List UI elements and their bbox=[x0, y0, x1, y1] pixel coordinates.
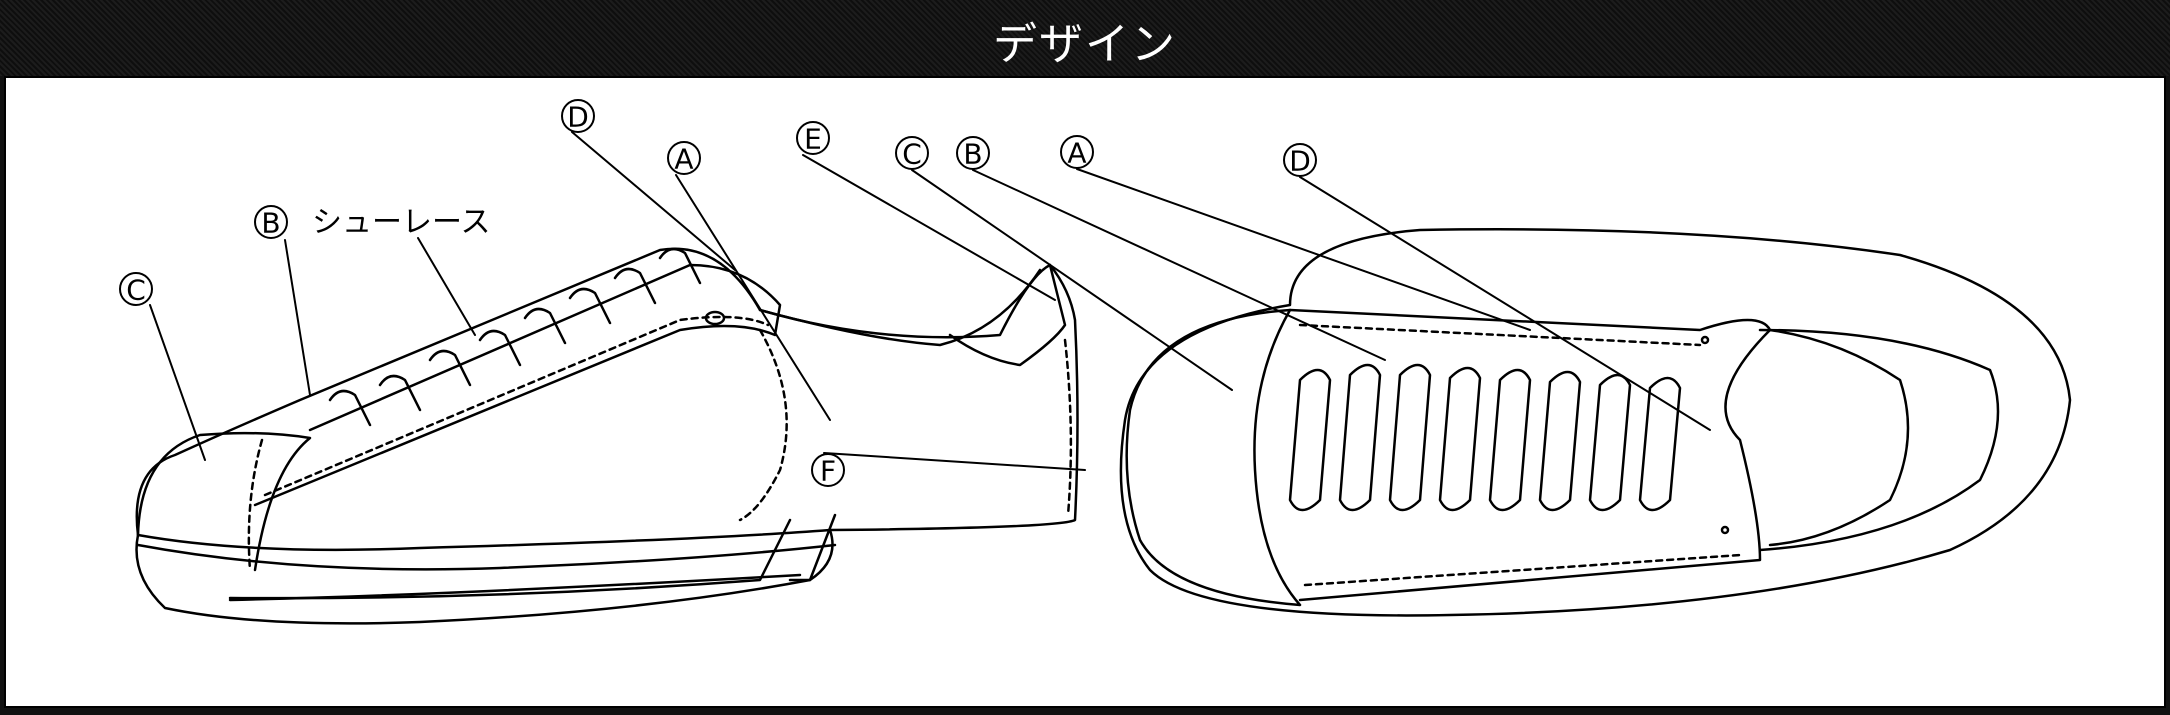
side-lace-loops bbox=[328, 247, 702, 427]
label-e-side: E bbox=[804, 123, 822, 156]
side-view-shoe bbox=[135, 247, 1079, 625]
top-toe-cap bbox=[1125, 308, 1302, 607]
top-labels: C B A D bbox=[895, 135, 1317, 178]
page-title: デザイン bbox=[993, 19, 1177, 70]
label-d-side: D bbox=[567, 101, 589, 134]
label-b-top: B bbox=[963, 138, 982, 171]
drawing-panel bbox=[4, 76, 2166, 708]
label-a-side: A bbox=[674, 143, 693, 176]
side-midsole-line bbox=[136, 543, 837, 571]
top-view-shoe bbox=[1119, 228, 2072, 617]
side-labels: C B D A E F シューレース bbox=[119, 99, 845, 488]
label-f-side: F bbox=[820, 455, 836, 488]
label-c-side: C bbox=[126, 274, 146, 307]
top-outline bbox=[1119, 228, 2072, 617]
side-heel-wedge bbox=[788, 513, 837, 582]
leader-lines bbox=[149, 131, 1711, 471]
side-heel-tab bbox=[948, 263, 1067, 367]
label-b-side: B bbox=[261, 207, 280, 240]
side-eyestay bbox=[253, 263, 782, 507]
top-laces bbox=[1288, 363, 1682, 512]
side-collar bbox=[758, 268, 1042, 347]
top-collar-opening bbox=[1758, 328, 2000, 552]
top-eyestay bbox=[1288, 308, 1772, 602]
side-sole bbox=[135, 528, 834, 625]
side-toe-cap bbox=[136, 431, 312, 572]
label-a-top: A bbox=[1067, 137, 1086, 170]
label-d-top: D bbox=[1289, 145, 1311, 178]
shoelace-label: シューレース bbox=[312, 205, 491, 240]
label-c-top: C bbox=[902, 138, 922, 171]
header-bar: デザイン bbox=[0, 0, 2170, 76]
side-upper-outline bbox=[135, 247, 1079, 537]
